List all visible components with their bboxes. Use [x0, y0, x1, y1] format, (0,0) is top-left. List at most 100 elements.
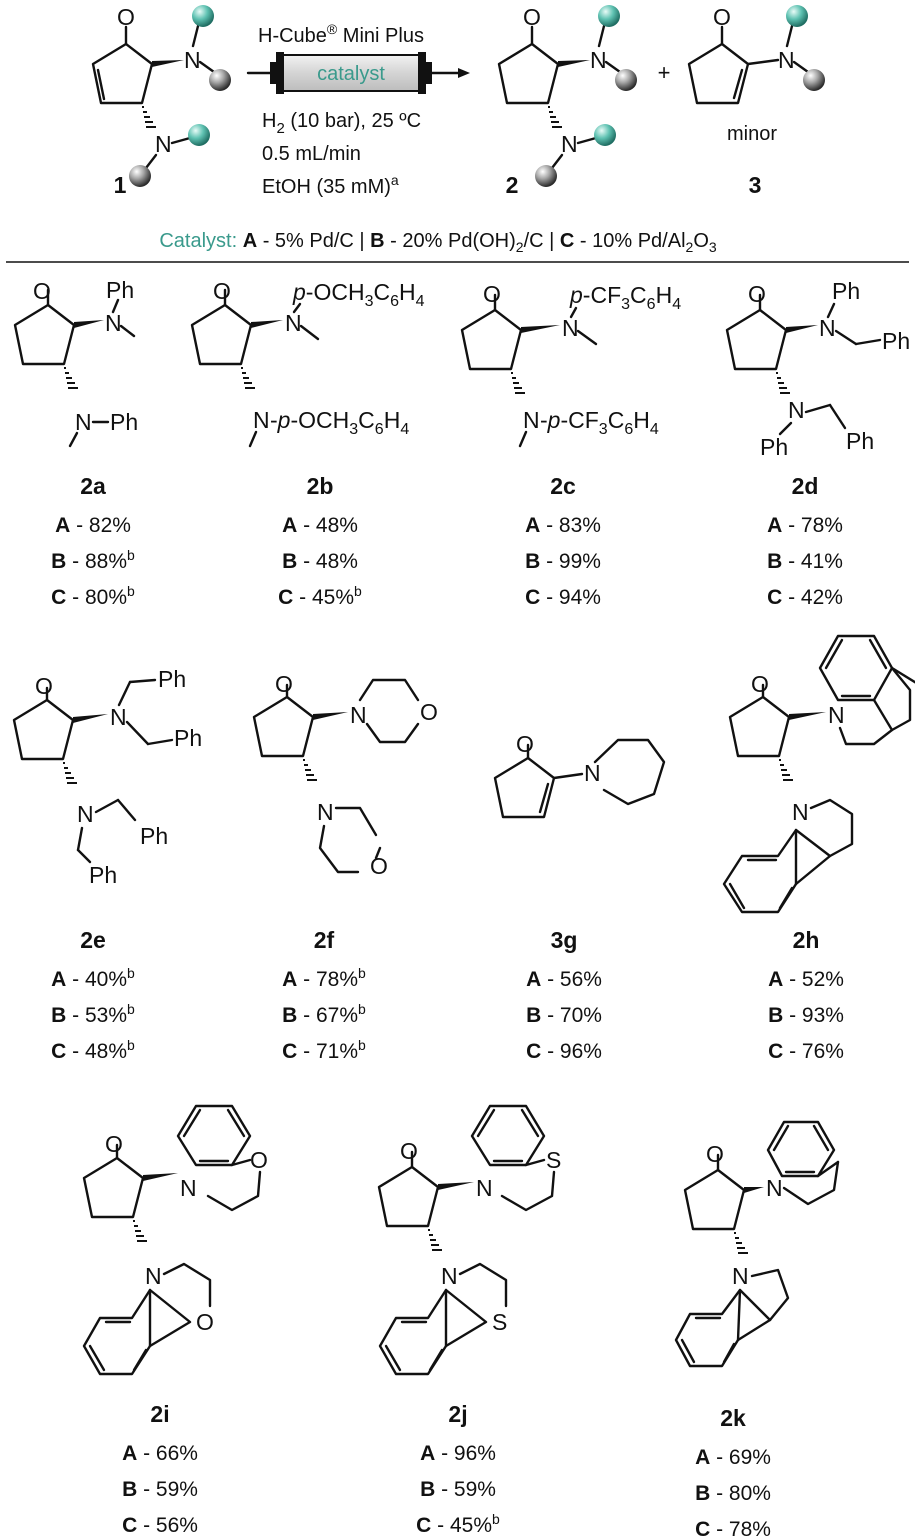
cartridge-label: catalyst — [317, 63, 385, 85]
yield-a: A - 82% — [55, 514, 131, 537]
phenyl-label: Ph — [158, 666, 186, 692]
yield-b: B - 59% — [122, 1478, 198, 1501]
compound-label: 2a — [80, 473, 106, 499]
compound-label: 2k — [720, 1405, 746, 1431]
yield-b: B - 41% — [767, 550, 843, 573]
nitrogen-label: N — [476, 1175, 493, 1201]
compound-2i: 2iA - 66%B - 59%C - 56% — [122, 1401, 198, 1537]
yield-c: C - 76% — [768, 1040, 844, 1063]
phenyl-label: Ph — [760, 434, 788, 460]
structure-2k: O N N — [674, 1120, 840, 1368]
oxygen-label: O — [196, 1309, 214, 1335]
condition-h2: H2 (10 bar), 25 ºC — [262, 110, 421, 137]
compound-label: 2e — [80, 927, 106, 953]
yield-b: B - 53%b — [51, 1001, 135, 1027]
phenyl-label: Ph — [174, 725, 202, 751]
compound-2h: 2hA - 52%B - 93%C - 76% — [768, 927, 844, 1063]
structure-2f: O N O N O — [252, 671, 438, 879]
compound-2d: 2dA - 78%B - 41%C - 42% — [767, 473, 843, 609]
yield-c: C - 45%b — [416, 1511, 500, 1537]
oxygen-label: O — [400, 1138, 418, 1164]
structure-2d: O N Ph Ph N Ph Ph — [725, 278, 910, 460]
oxygen-label: O — [250, 1147, 268, 1173]
structure-2i: O N O N O — [82, 1104, 268, 1376]
compound-label-1: 1 — [114, 172, 127, 198]
compound-2a: 2a A - 82% B - 88%b C - 80%b — [51, 473, 135, 609]
nitrogen-label: N — [828, 702, 845, 728]
compound-2j: 2jA - 96%B - 59%C - 45%b — [416, 1401, 500, 1537]
nitrogen-label: N — [584, 760, 601, 786]
yield-b: B - 67%b — [282, 1001, 366, 1027]
hashed-bond — [142, 106, 156, 128]
nitrogen-label: N — [788, 397, 805, 423]
sulfur-label: S — [492, 1309, 507, 1335]
phenyl-label: Ph — [882, 328, 910, 354]
device-name: H-Cube® Mini Plus — [258, 21, 424, 47]
oxygen-label: O — [275, 671, 293, 697]
teal-sphere — [594, 124, 616, 146]
compound-2b: 2bA - 48%B - 48%C - 45%b — [278, 473, 362, 609]
nitrogen-label: N — [317, 799, 334, 825]
yield-a: A - 78% — [767, 514, 843, 537]
nitrogen-label: N — [792, 799, 809, 825]
oxygen-label: O — [516, 731, 534, 757]
compound-label: 2f — [314, 927, 335, 953]
phenyl-label: Ph — [110, 409, 138, 435]
yield-c: C - 78% — [695, 1518, 771, 1539]
yield-b: B - 93% — [768, 1004, 844, 1027]
compound-label-2: 2 — [506, 172, 519, 198]
teal-sphere — [598, 5, 620, 27]
nitrogen-label: N — [441, 1263, 458, 1289]
oxygen-label: O — [483, 281, 501, 307]
nitrogen-label: N — [105, 310, 122, 336]
yield-c: C - 56% — [122, 1514, 198, 1537]
yield-c: C - 48%b — [51, 1037, 135, 1063]
yield-b: B - 99% — [525, 550, 601, 573]
yield-a: A - 56% — [526, 968, 602, 991]
structure-2b: O N p-OCH3C6H4 N -p-OCH3C6H4 — [190, 278, 425, 448]
yield-b: B - 48% — [282, 550, 358, 573]
gray-sphere — [535, 165, 557, 187]
aryl-label: -p-CF3C6H4 — [540, 407, 659, 438]
yield-a: A - 69% — [695, 1446, 771, 1469]
nitrogen-label: N — [110, 704, 127, 730]
condition-solvent: EtOH (35 mM)a — [262, 172, 399, 198]
yield-b: B - 88%b — [51, 547, 135, 573]
gray-sphere — [209, 69, 231, 91]
compound-2c: 2cA - 83%B - 99%C - 94% — [525, 473, 601, 609]
structure-2h: O N N — [722, 634, 915, 914]
condition-flow: 0.5 mL/min — [262, 143, 361, 165]
phenyl-label: Ph — [832, 278, 860, 304]
yield-c: C - 94% — [525, 586, 601, 609]
structure-3g: O N — [493, 731, 666, 819]
yield-c: C - 96% — [526, 1040, 602, 1063]
nitrogen-label: N — [778, 47, 795, 73]
yield-a: A - 48% — [282, 514, 358, 537]
yield-c: C - 42% — [767, 586, 843, 609]
oxygen-label: O — [213, 278, 231, 304]
oxygen-label: O — [523, 4, 541, 30]
catalyst-legend: Catalyst: A - 5% Pd/C | B - 20% Pd(OH)2/… — [159, 230, 717, 255]
yield-c: C - 80%b — [51, 583, 135, 609]
oxygen-label: O — [706, 1141, 724, 1167]
nitrogen-label: N — [562, 315, 579, 341]
nitrogen-label: N — [77, 801, 94, 827]
yield-c: C - 71%b — [282, 1037, 366, 1063]
oxygen-label: O — [117, 4, 135, 30]
structure-2c: O N p-CF3C6H4 N -p-CF3C6H4 — [460, 281, 681, 448]
compound-label: 2h — [793, 927, 820, 953]
sulfur-label: S — [546, 1147, 561, 1173]
teal-sphere — [786, 5, 808, 27]
oxygen-label: O — [751, 671, 769, 697]
nitrogen-label: N — [561, 131, 578, 157]
compound-label: 3g — [551, 927, 578, 953]
nitrogen-label: N — [285, 310, 302, 336]
yield-c: C - 45%b — [278, 583, 362, 609]
flow-reactor: H-Cube® Mini Plus catalyst H2 (10 bar), … — [246, 21, 470, 198]
nitrogen-label: N — [253, 407, 270, 433]
oxygen-label: O — [370, 853, 388, 879]
oxygen-label: O — [33, 278, 51, 304]
compound-3g: 3gA - 56%B - 70%C - 96% — [526, 927, 602, 1063]
phenyl-label: Ph — [106, 277, 134, 303]
